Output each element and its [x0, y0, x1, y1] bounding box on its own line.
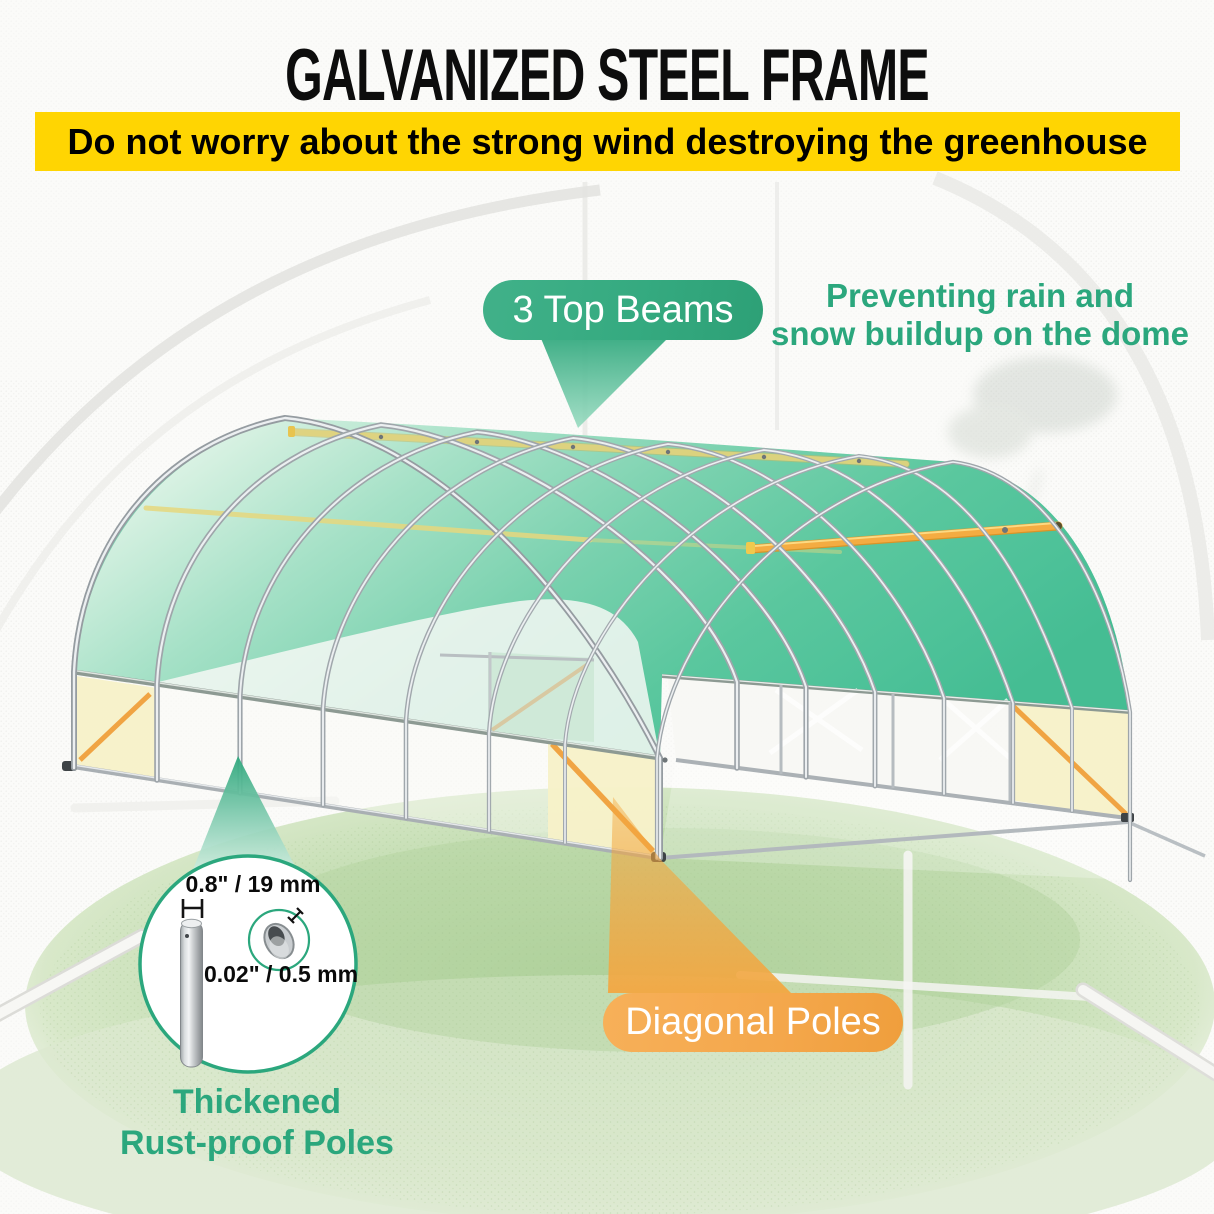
hoop-7: [563, 453, 1074, 845]
top-beams-badge-label: 3 Top Beams: [512, 288, 734, 331]
right-eave-rail-highlight: [661, 674, 1131, 712]
side-beam-left: [143, 505, 593, 543]
hoops: [71, 414, 1133, 883]
diagonal-poles-badge: Diagonal Poles: [603, 993, 903, 1052]
right-base-rail: [675, 758, 1128, 820]
hoop-3: [237, 429, 809, 796]
front-base-rail-highlight: [69, 763, 661, 858]
side-beam-right-highlight: [753, 522, 1057, 547]
right-ground-rail-stub: [1127, 820, 1206, 858]
subtitle-banner: Do not worry about the strong wind destr…: [35, 112, 1180, 171]
front-base-rail: [69, 763, 661, 861]
poles-note-line1: Thickened: [172, 1083, 342, 1121]
bg-pipe-bottom-left: [0, 931, 147, 1019]
background-arch-left: [0, 184, 601, 515]
top-beams-badge: 3 Top Beams: [483, 280, 763, 340]
rain-note-line2: snow buildup on the dome: [771, 315, 1189, 352]
front-wall-mesh: [70, 672, 660, 858]
pole-inset: [138, 854, 358, 1074]
diameter-mark: [181, 899, 204, 918]
hoop-5: [403, 441, 947, 821]
right-wall-white-braces: [768, 687, 1012, 762]
bg-pipe-bottom-mid: [736, 971, 1094, 1001]
background-arch-left-inner: [0, 296, 432, 632]
hoop-8: [654, 459, 1133, 883]
bg-pipe-bottom-right: [1078, 985, 1214, 1079]
pole-illustration: [180, 918, 203, 1068]
diagonal-brace-front-left: [78, 692, 152, 762]
interior-rail: [439, 653, 595, 662]
rain-note-line1: Preventing rain and: [825, 277, 1135, 314]
background-arch-right: [932, 171, 1214, 641]
wall-thickness-label: 0.02" / 0.5 mm: [203, 961, 359, 987]
hoop-2: [154, 422, 740, 783]
pointer-top-beams: [540, 336, 670, 428]
page-title: GALVANIZED STEEL FRAME: [285, 35, 930, 117]
greenhouse: [62, 414, 1206, 883]
tube-cross-section: [263, 922, 295, 960]
thickness-mark: [287, 907, 304, 924]
front-waist-rail-highlight: [73, 669, 661, 758]
right-ground-rail: [659, 820, 1129, 860]
background-tree: [948, 357, 1117, 542]
poles-note: Thickened Rust-proof Poles: [82, 1082, 432, 1164]
subtitle-banner-text: Do not worry about the strong wind destr…: [67, 120, 1148, 162]
side-beam-right-cap-left: [746, 542, 755, 554]
pointer-diagonal-poles: [608, 797, 791, 993]
ridge-beam-cap: [288, 426, 295, 437]
background-pipes: [0, 796, 1214, 1090]
diagonal-brace-far: [1011, 704, 1128, 816]
hoop-4: [320, 435, 878, 808]
beam-clamps: [378, 434, 1008, 763]
right-eave-rail: [661, 674, 1131, 714]
hoop-1: [71, 414, 663, 861]
callout-pointers: [192, 336, 791, 993]
poles-note-line2: Rust-proof Poles: [120, 1124, 394, 1162]
interior-diagonal-pole: [490, 662, 590, 732]
right-wall-posts: [779, 685, 1012, 801]
pointer-poles-inset: [192, 756, 298, 872]
outer-dimension-label: 0.8" / 19 mm: [185, 871, 321, 897]
rain-note: Preventing rain and snow buildup on the …: [760, 277, 1200, 353]
front-waist-rail: [73, 669, 661, 761]
diagonal-poles-badge-label: Diagonal Poles: [625, 1001, 881, 1043]
hoop-6: [486, 447, 1016, 834]
